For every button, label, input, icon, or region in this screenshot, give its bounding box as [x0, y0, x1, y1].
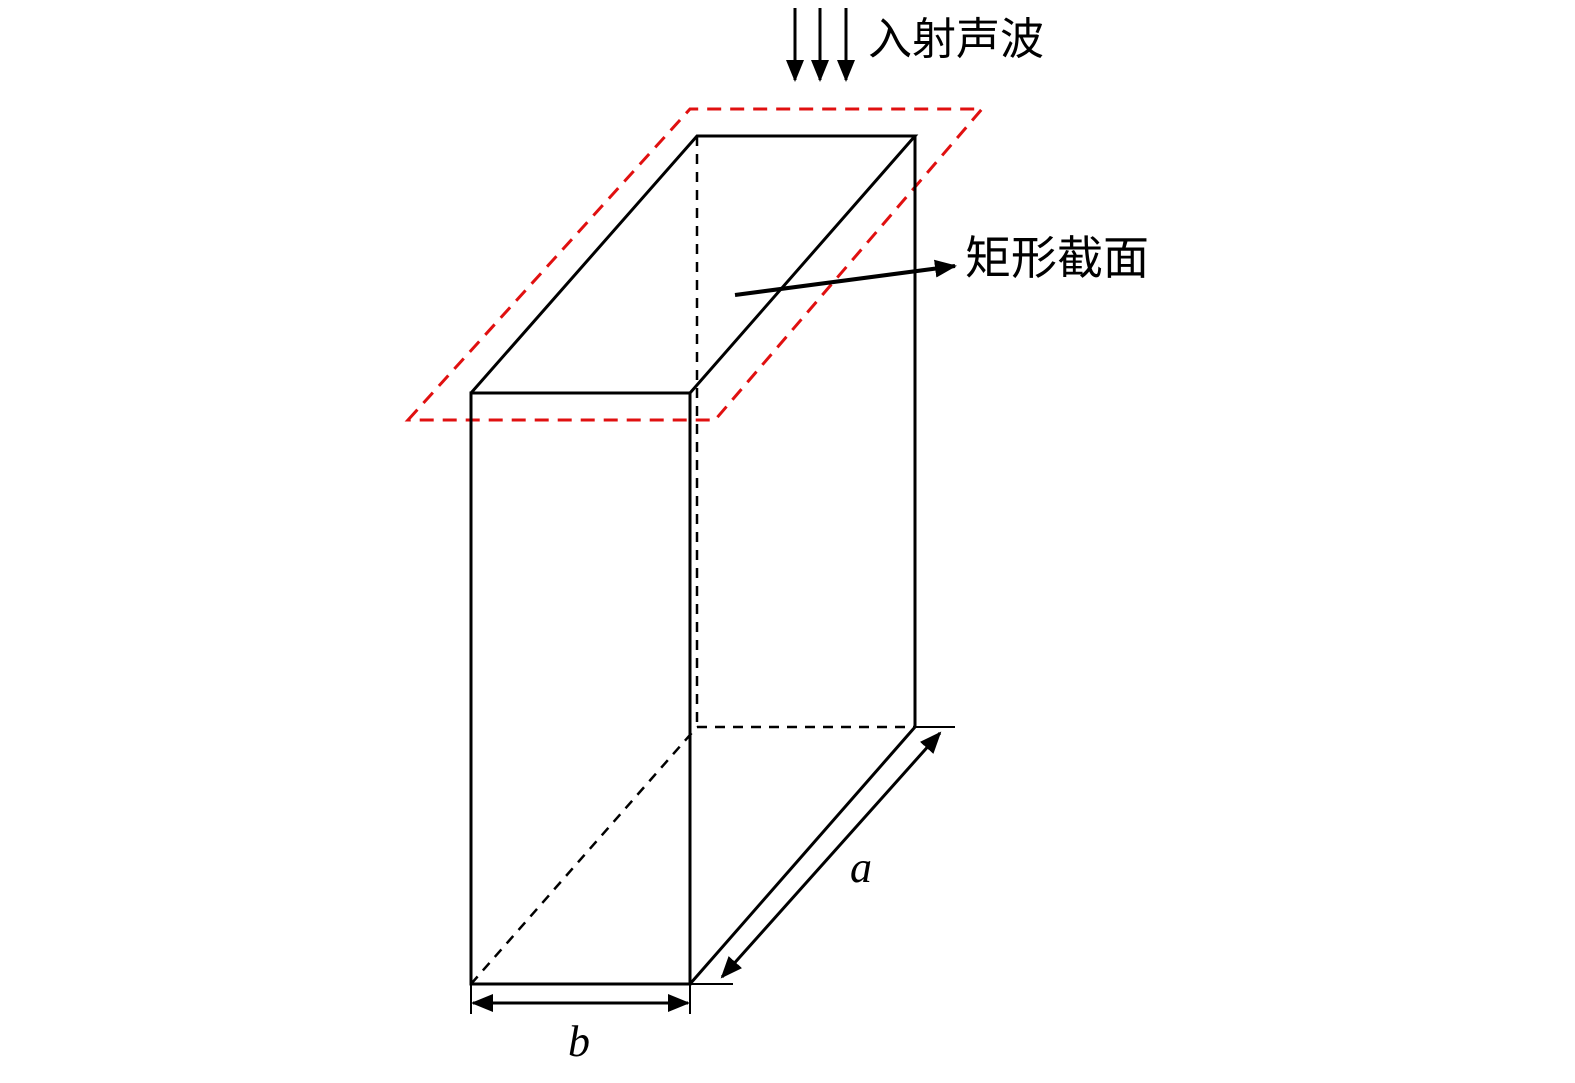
cross-section-pointer	[734, 259, 957, 297]
cross-section-plane	[404, 107, 986, 422]
hidden-edges	[470, 136, 915, 985]
dimension-arrow-a	[720, 731, 942, 979]
incident-wave-arrows	[786, 8, 855, 82]
cross-section-label: 矩形截面	[965, 231, 1149, 285]
dimension-a-label: a	[850, 843, 872, 892]
duct-box	[469, 134, 919, 986]
hidden-left-bottom	[470, 726, 698, 985]
top-face	[469, 134, 919, 394]
front-face	[469, 391, 692, 986]
incident-wave-label: 入射声波	[868, 14, 1044, 65]
dimension-a	[690, 726, 955, 985]
dimension-b	[470, 984, 691, 1014]
dimension-b-label: b	[568, 1017, 590, 1066]
right-bottom-edge	[688, 726, 917, 985]
